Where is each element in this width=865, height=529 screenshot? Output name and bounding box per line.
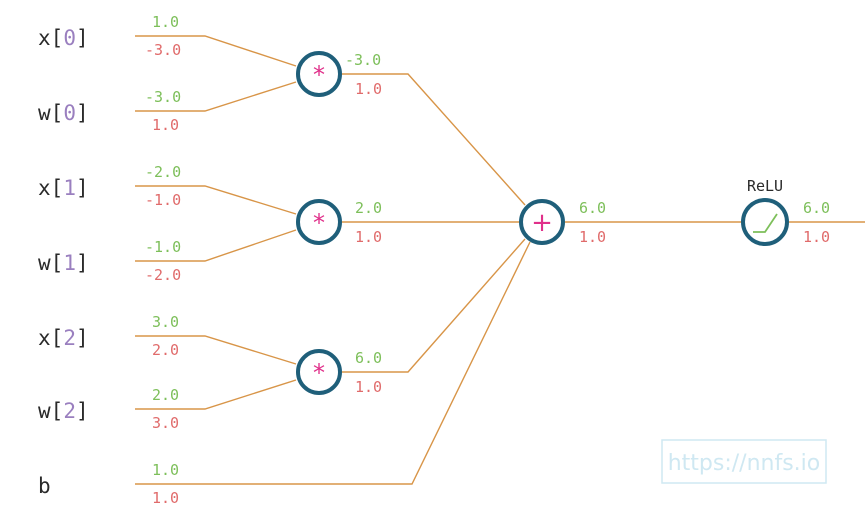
forward-value-b: 1.0 (152, 461, 179, 479)
forward-value-sum: 6.0 (579, 199, 606, 217)
wire-x2 (135, 335, 297, 365)
forward-value-mul1: 2.0 (355, 199, 382, 217)
multiply-icon: * (313, 359, 325, 387)
input-label-x2: x[2] (38, 326, 89, 350)
watermark-text: https://nnfs.io (668, 451, 821, 476)
multiply-node-1: * 2.0 1.0 (296, 199, 382, 246)
node-circle (296, 349, 342, 395)
input-label-x1: x[1] (38, 176, 89, 200)
node-circle (741, 198, 789, 246)
multiply-node-0: * -3.0 1.0 (296, 51, 382, 98)
forward-value-w2: 2.0 (152, 386, 179, 404)
wire-w0 (135, 81, 297, 112)
gradient-value-b: 1.0 (152, 489, 179, 507)
gradient-value-x2: 2.0 (152, 341, 179, 359)
wire-w1 (135, 229, 297, 262)
input-label-w1: w[1] (38, 251, 89, 275)
forward-value-mul2: 6.0 (355, 349, 382, 367)
wires (135, 35, 865, 485)
forward-value-mul0: -3.0 (345, 51, 381, 69)
sum-node: + 6.0 1.0 (519, 199, 606, 246)
input-labels: x[0] w[0] x[1] w[1] x[2] w[2] b (38, 26, 89, 498)
wire-w2 (135, 379, 297, 410)
input-label-w0: w[0] (38, 101, 89, 125)
forward-value-w0: -3.0 (145, 88, 181, 106)
relu-node: ReLU 6.0 1.0 (741, 177, 830, 246)
gradient-value-x0: -3.0 (145, 41, 181, 59)
relu-curve-icon (753, 213, 778, 233)
gradient-value-w2: 3.0 (152, 414, 179, 432)
plus-icon: + (531, 208, 553, 238)
wire-x0 (135, 35, 297, 67)
forward-value-w1: -1.0 (145, 238, 181, 256)
input-label-x0: x[0] (38, 26, 89, 50)
forward-value-x2: 3.0 (152, 313, 179, 331)
watermark-box (661, 439, 827, 484)
gradient-value-sum: 1.0 (579, 228, 606, 246)
gradient-value-mul1: 1.0 (355, 228, 382, 246)
wire-mul0-out (342, 73, 526, 206)
gradient-value-x1: -1.0 (145, 191, 181, 209)
wire-mul2-out (342, 238, 526, 373)
gradient-value-w1: -2.0 (145, 266, 181, 284)
wire-b (135, 241, 531, 485)
gradient-value-mul2: 1.0 (355, 378, 382, 396)
watermark: https://nnfs.io (661, 439, 827, 484)
forward-value-x0: 1.0 (152, 13, 179, 31)
multiply-icon: * (313, 61, 325, 89)
node-circle (296, 199, 342, 245)
node-circle (296, 51, 342, 97)
node-circle (519, 199, 565, 245)
forward-value-relu: 6.0 (803, 199, 830, 217)
input-values: 1.0 -3.0 -3.0 1.0 -2.0 -1.0 -1.0 -2.0 3.… (145, 13, 181, 507)
input-label-b: b (38, 474, 51, 498)
relu-label: ReLU (747, 177, 783, 195)
multiply-node-2: * 6.0 1.0 (296, 349, 382, 396)
gradient-value-relu: 1.0 (803, 228, 830, 246)
wire-x1 (135, 185, 297, 215)
gradient-value-mul0: 1.0 (355, 80, 382, 98)
input-label-w2: w[2] (38, 399, 89, 423)
multiply-icon: * (313, 209, 325, 237)
forward-value-x1: -2.0 (145, 163, 181, 181)
gradient-value-w0: 1.0 (152, 116, 179, 134)
